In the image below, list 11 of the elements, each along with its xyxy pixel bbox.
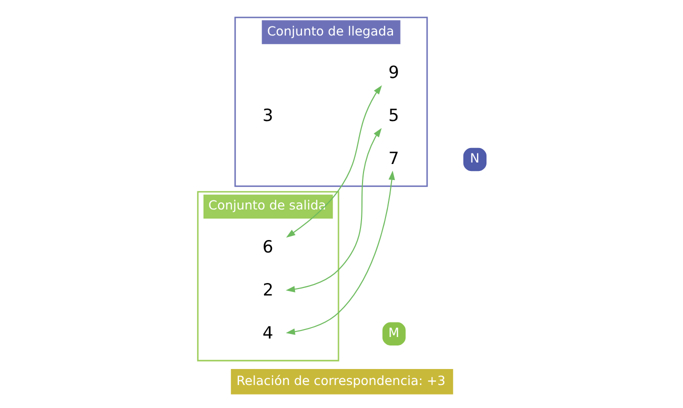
arrow <box>286 84 382 238</box>
node-text: 9 <box>388 62 399 82</box>
arrow <box>285 128 382 292</box>
node-text: 6 <box>262 236 273 256</box>
node-text: 2 <box>262 278 274 299</box>
node-text: 7 <box>388 147 399 168</box>
node-text: 4 <box>262 322 273 342</box>
arrow <box>285 170 394 334</box>
caption: Relación de correspondencia: +3 <box>236 372 445 388</box>
node-text: 3 <box>262 104 273 124</box>
node-text: 5 <box>388 104 399 124</box>
